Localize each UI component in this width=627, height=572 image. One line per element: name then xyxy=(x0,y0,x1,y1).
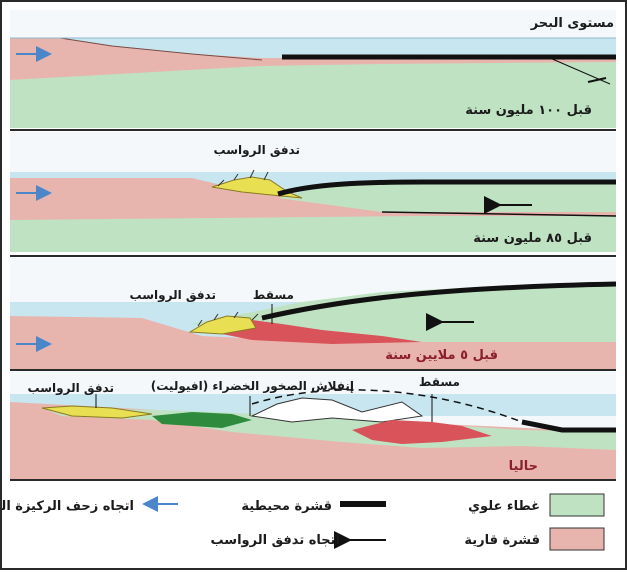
sea-level-label: مستوى البحر xyxy=(530,16,614,31)
panel-100ma: مستوى البحر قبل ١٠٠ مليون سنة xyxy=(10,10,616,128)
basin-label: مسقط xyxy=(419,375,460,389)
sediment-flow-label: تدفق الرواسب xyxy=(214,143,300,158)
ophiolite-label: إنفلاش الصخور الخضراء (افيوليت) xyxy=(151,379,354,394)
legend-continental-label: قشرة قارية xyxy=(464,533,540,548)
legend: غطاء علوي قشرة قارية قشرة محيطية اتجاه ت… xyxy=(2,480,616,550)
legend-upper-cover-label: غطاء علوي xyxy=(468,499,540,514)
basin-label: مسقط xyxy=(253,288,294,302)
legend-oceanic-label: قشرة محيطية xyxy=(241,499,332,514)
time-label-present: حاليا xyxy=(509,459,538,474)
legend-drift-label: اتجاه زحف الركيزة العربية xyxy=(2,499,134,514)
time-label-85ma: قبل ٨٥ مليون سنة xyxy=(473,231,592,246)
time-label-5ma: قبل ٥ ملايين سنة xyxy=(385,348,498,363)
sediment-flow-label: تدفق الرواسب xyxy=(130,288,216,303)
panel-5ma: تدفق الرواسب مسقط قبل ٥ ملايين سنة xyxy=(10,256,616,370)
legend-continental-swatch xyxy=(550,528,604,550)
panel-present: تدفق الرواسب إنفلاش الصخور الخضراء (افيو… xyxy=(10,370,616,480)
legend-sediment-label: اتجاه تدفق الرواسب xyxy=(211,533,340,548)
panel-85ma: تدفق الرواسب قبل ٨٥ مليون سنة xyxy=(10,130,616,252)
time-label-100ma: قبل ١٠٠ مليون سنة xyxy=(465,103,592,118)
legend-upper-cover-swatch xyxy=(550,494,604,516)
sediment-flow-label: تدفق الرواسب xyxy=(28,381,114,396)
